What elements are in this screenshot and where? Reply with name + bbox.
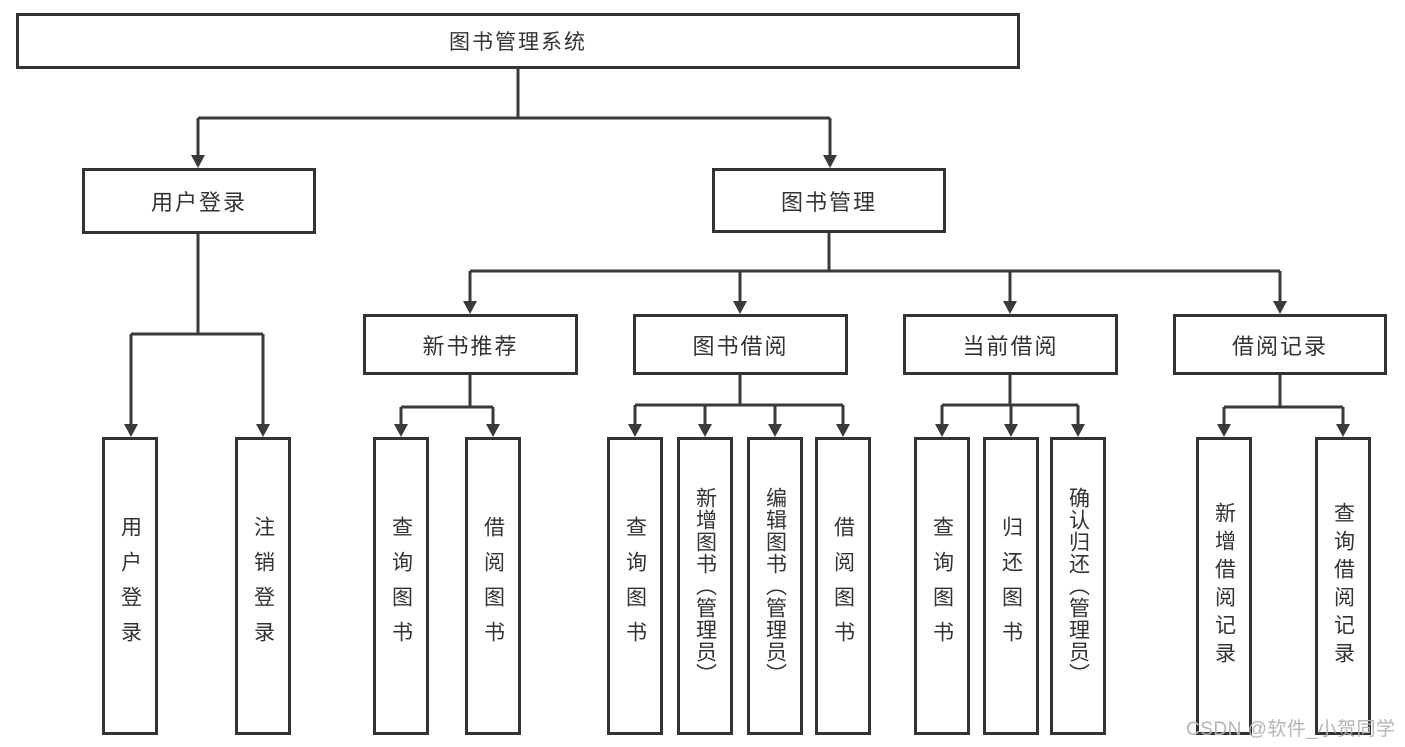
node-new-book-recommend: 新书推荐 <box>363 314 578 375</box>
node-user-login: 用户登录 <box>82 168 316 234</box>
connector-arrow-stems <box>129 118 1345 425</box>
csdn-watermark: CSDN @软件_小贺同学 <box>1186 719 1396 740</box>
node-book-borrowing: 图书借阅 <box>633 314 848 375</box>
node-new-book-recommend-label: 新书推荐 <box>422 333 519 359</box>
node-current-borrowing-label: 当前借阅 <box>962 333 1059 359</box>
node-library-management-system: 图书管理系统 <box>16 13 1020 69</box>
leaf-edit-books-admin: 编辑图书（管理员） <box>747 437 803 735</box>
leaf-add-books-admin: 新增图书（管理员） <box>677 437 733 735</box>
node-user-login-label: 用户登录 <box>150 190 247 215</box>
leaf-query-borrow-record: 查询借阅记录 <box>1315 437 1371 735</box>
leaf-borrow-books-2: 借阅图书 <box>815 437 871 735</box>
leaf-query-books-3: 查询图书 <box>914 437 970 735</box>
leaf-query-books-2: 查询图书 <box>607 437 663 735</box>
leaf-add-borrow-record: 新增借阅记录 <box>1196 437 1252 735</box>
node-book-management: 图书管理 <box>712 168 946 233</box>
node-library-management-system-label: 图书管理系统 <box>449 31 587 54</box>
node-borrow-records: 借阅记录 <box>1173 314 1387 375</box>
arrowhead-icons <box>124 155 1350 437</box>
node-borrow-records-label: 借阅记录 <box>1231 333 1328 359</box>
node-current-borrowing: 当前借阅 <box>903 314 1118 375</box>
leaf-logout: 注销登录 <box>235 437 291 735</box>
leaf-query-books-1: 查询图书 <box>373 437 429 735</box>
node-book-borrowing-label: 图书借阅 <box>692 333 789 359</box>
leaf-borrow-books-1: 借阅图书 <box>465 437 521 735</box>
leaf-return-books: 归还图书 <box>983 437 1039 735</box>
node-book-management-label: 图书管理 <box>780 189 877 215</box>
leaf-user-login: 用户登录 <box>102 437 158 735</box>
leaf-confirm-return-admin: 确认归还（管理员） <box>1050 437 1106 735</box>
connector-bars <box>131 68 1343 409</box>
